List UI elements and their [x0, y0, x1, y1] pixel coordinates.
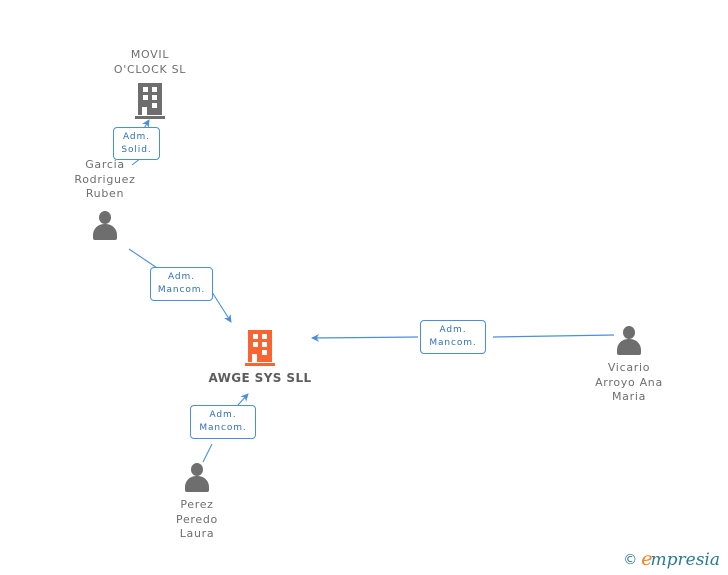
- edge-perez-to-awge: [202, 393, 249, 463]
- copyright-icon: ©: [623, 551, 638, 568]
- brand-name: mpresia: [650, 550, 721, 570]
- building-icon: [135, 83, 165, 119]
- relation-label-vicario-to-awge[interactable]: Adm. Mancom.: [420, 320, 486, 354]
- node-label-vicario-arroyo-ana-maria: Vicario Arroyo Ana Maria: [595, 361, 663, 403]
- relation-label-garcia-to-movil[interactable]: Adm. Solid.: [113, 127, 160, 160]
- edge-vicario-to-awge: [311, 334, 615, 342]
- person-icon: [182, 462, 212, 494]
- relation-label-perez-to-awge[interactable]: Adm. Mancom.: [190, 405, 256, 439]
- node-label-awge-sys-sll: AWGE SYS SLL: [208, 371, 312, 385]
- person-icon: [90, 210, 120, 242]
- building-icon-focus: [245, 330, 275, 366]
- person-icon: [614, 325, 644, 357]
- node-label-perez-peredo-laura: Perez Peredo Laura: [176, 498, 218, 540]
- node-label-garcia-rodriguez-ruben: Garcia Rodriguez Ruben: [74, 158, 136, 200]
- brand-initial: e: [641, 548, 653, 570]
- node-person-garcia-rodriguez-ruben[interactable]: Garcia Rodriguez Ruben: [45, 158, 165, 242]
- node-company-movil-oclock[interactable]: MOVIL O'CLOCK SL: [90, 48, 210, 119]
- node-company-awge-sys-sll[interactable]: AWGE SYS SLL: [200, 330, 320, 386]
- relation-label-garcia-to-awge[interactable]: Adm. Mancom.: [150, 267, 213, 301]
- node-person-perez-peredo-laura[interactable]: Perez Peredo Laura: [137, 462, 257, 542]
- node-label-movil-oclock: MOVIL O'CLOCK SL: [113, 48, 187, 76]
- empresia-watermark: © e mpresia: [623, 550, 720, 569]
- node-person-vicario-arroyo-ana-maria[interactable]: Vicario Arroyo Ana Maria: [569, 325, 689, 405]
